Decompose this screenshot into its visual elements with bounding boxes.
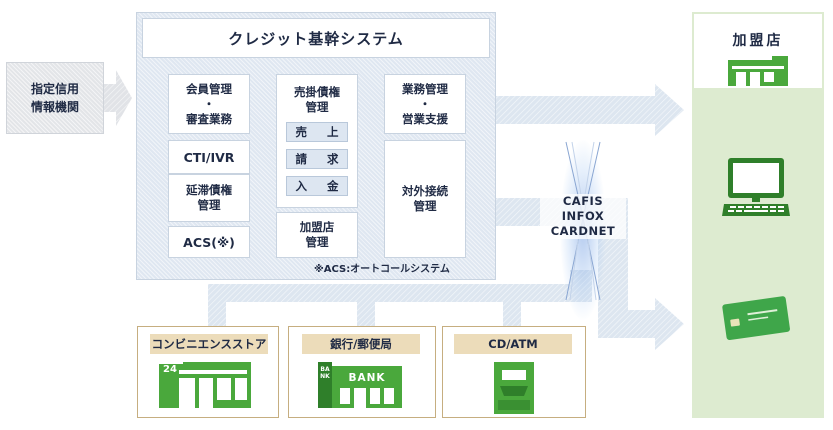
receivables-line1: 売掛債権 [294,85,340,99]
member-management-module: 会員管理 ・ 審査業務 [168,74,250,134]
store-icon [728,56,788,86]
business-dot: ・ [419,96,431,111]
sub-item-payment: 入 金 [286,176,348,196]
merchant-mgmt-line2: 管理 [305,235,329,249]
network-cardnet: CARDNET [550,224,616,238]
bank-post-office-label: 銀行/郵便局 [302,334,420,354]
credit-bureau-box: 指定信用 情報機関 [6,62,104,134]
merchant-mgmt-line1: 加盟店 [299,220,335,234]
connector-to-bank [357,302,375,326]
connector-horizontal [226,284,592,302]
credit-bureau-label-line2: 情報機関 [30,100,79,114]
external-line2: 管理 [413,199,437,213]
network-infox: INFOX [561,209,605,223]
business-line1: 業務管理 [402,81,448,96]
cti-ivr-module: CTI/IVR [168,140,250,174]
merchant-title: 加盟店 [732,33,784,49]
sub-item-sales: 売 上 [286,122,348,142]
arrow-system-to-merchant [496,84,684,136]
acs-footnote: ※ACS:オートコールシステム [314,264,450,275]
business-management-module: 業務管理 ・ 営業支援 [384,74,466,134]
arrow-source-to-system [104,70,132,126]
business-line2: 営業支援 [402,111,448,126]
system-title: クレジット基幹システム [142,18,490,58]
delinquent-line2: 管理 [197,198,221,212]
convenience-store-icon [159,362,251,408]
merchant-management-module: 加盟店 管理 [276,212,358,258]
member-line2: 審査業務 [186,111,232,126]
bank-side-sign: BANK [320,366,330,380]
cd-atm-label: CD/ATM [454,334,572,354]
connector-to-atm [503,302,521,326]
external-connection-module: 対外接続 管理 [384,140,466,258]
network-cafis: CAFIS [562,194,604,208]
computer-terminal-icon [722,158,790,216]
connector-to-convenience [208,284,226,326]
convenience-store-label: コンビニエンスストア [150,334,268,354]
acs-module: ACS(※) [168,226,250,258]
convenience-sign-24: 24 [163,364,177,375]
credit-bureau-label-line1: 指定信用 [30,82,79,96]
delinquent-line1: 延滞債権 [186,183,232,197]
atm-machine-icon [494,362,534,414]
member-dot: ・ [203,96,215,111]
acs-label: ACS(※) [183,234,235,250]
external-line1: 対外接続 [402,184,448,198]
credit-card-icon [722,296,790,341]
receivables-line2: 管理 [305,100,329,114]
member-line1: 会員管理 [186,81,232,96]
network-labels: CAFIS INFOX CARDNET [540,194,626,239]
bank-building-icon [318,362,402,408]
cti-label: CTI/IVR [183,149,235,165]
delinquent-claims-module: 延滞債権 管理 [168,174,250,222]
sub-item-billing: 請 求 [286,149,348,169]
bank-sign: BANK [348,372,386,384]
